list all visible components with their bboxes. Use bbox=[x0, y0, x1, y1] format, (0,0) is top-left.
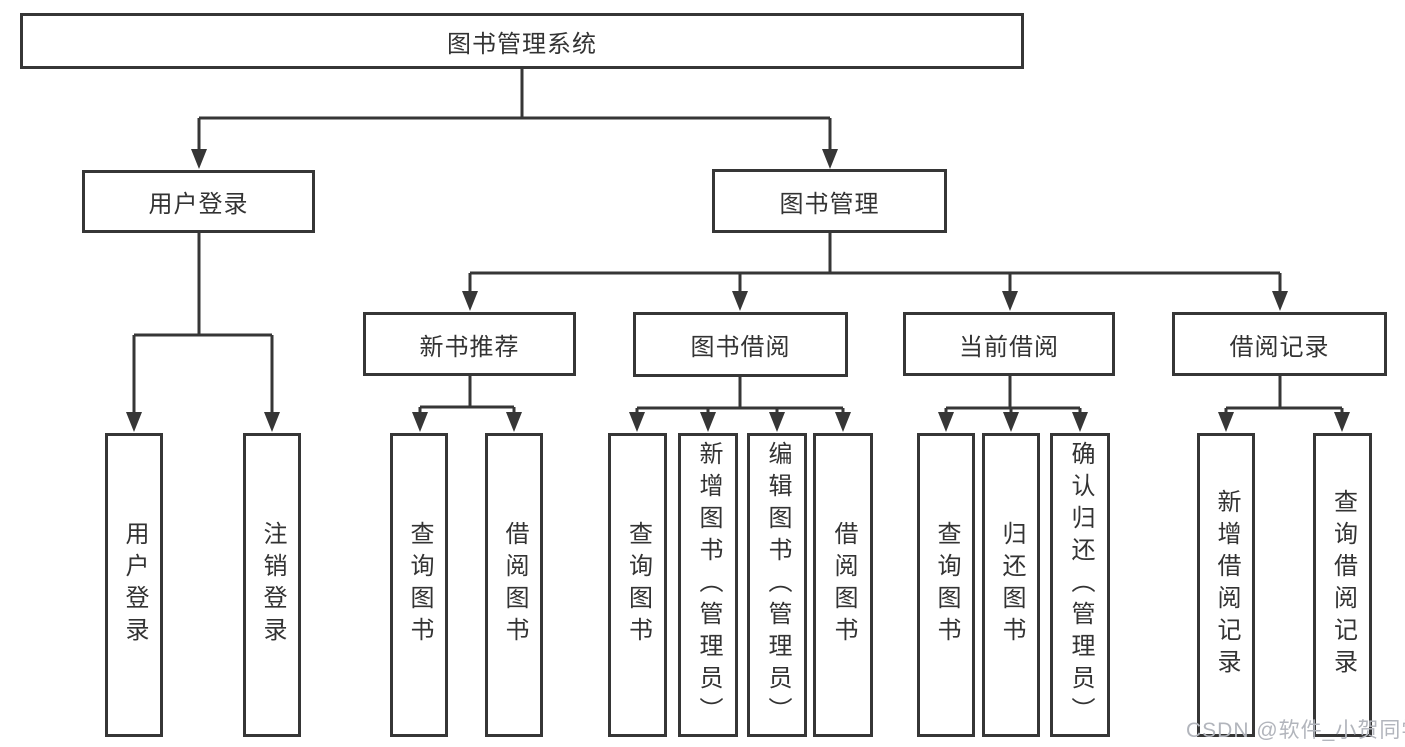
leaf-borrow-edit-books: 编辑图书（管理员） bbox=[747, 433, 807, 737]
leaf-current-confirm-return-label: 确认归还（管理员） bbox=[1067, 441, 1094, 729]
leaf-records-add-record-label: 新增借阅记录 bbox=[1213, 489, 1240, 681]
leaf-current-confirm-return: 确认归还（管理员） bbox=[1050, 433, 1110, 737]
node-borrow-records: 借阅记录 bbox=[1172, 312, 1387, 376]
node-book-borrow: 图书借阅 bbox=[633, 312, 848, 377]
leaf-current-return-books-label: 归还图书 bbox=[998, 521, 1025, 649]
node-current-borrow: 当前借阅 bbox=[903, 312, 1115, 376]
leaf-logout-label: 注销登录 bbox=[259, 521, 286, 649]
node-book-management: 图书管理 bbox=[712, 169, 947, 233]
leaf-current-query-books: 查询图书 bbox=[917, 433, 975, 737]
leaf-user-login-label: 用户登录 bbox=[121, 521, 148, 649]
node-root-label: 图书管理系统 bbox=[447, 30, 597, 58]
node-current-borrow-label: 当前借阅 bbox=[959, 333, 1059, 361]
leaf-current-query-books-label: 查询图书 bbox=[933, 521, 960, 649]
node-borrow-records-label: 借阅记录 bbox=[1229, 333, 1330, 361]
csdn-watermark: CSDN @软件_小贺同学 bbox=[1186, 719, 1405, 742]
node-book-borrow-label: 图书借阅 bbox=[690, 334, 791, 361]
node-book-management-label: 图书管理 bbox=[779, 190, 880, 218]
leaf-newbook-borrow-books-label: 借阅图书 bbox=[501, 521, 528, 649]
leaf-newbook-query-books: 查询图书 bbox=[390, 433, 448, 737]
leaf-borrow-add-books: 新增图书（管理员） bbox=[678, 433, 738, 737]
leaf-borrow-query-books: 查询图书 bbox=[608, 433, 667, 737]
leaf-newbook-borrow-books: 借阅图书 bbox=[485, 433, 543, 737]
leaf-records-query-record: 查询借阅记录 bbox=[1313, 433, 1372, 737]
node-new-book-recommend-label: 新书推荐 bbox=[419, 333, 520, 361]
leaf-newbook-query-books-label: 查询图书 bbox=[406, 521, 433, 649]
leaf-user-login: 用户登录 bbox=[105, 433, 163, 737]
leaf-borrow-edit-books-label: 编辑图书（管理员） bbox=[764, 441, 791, 729]
node-user-login-label: 用户登录 bbox=[148, 191, 249, 218]
leaf-current-return-books: 归还图书 bbox=[982, 433, 1040, 737]
node-root: 图书管理系统 bbox=[20, 13, 1024, 69]
leaf-records-add-record: 新增借阅记录 bbox=[1197, 433, 1255, 737]
leaf-borrow-borrow-books: 借阅图书 bbox=[813, 433, 873, 737]
node-user-login: 用户登录 bbox=[82, 170, 315, 233]
node-new-book-recommend: 新书推荐 bbox=[363, 312, 576, 376]
leaf-logout: 注销登录 bbox=[243, 433, 301, 737]
leaf-borrow-add-books-label: 新增图书（管理员） bbox=[695, 441, 722, 729]
leaf-borrow-query-books-label: 查询图书 bbox=[624, 521, 652, 649]
leaf-borrow-borrow-books-label: 借阅图书 bbox=[830, 521, 857, 649]
leaf-records-query-record-label: 查询借阅记录 bbox=[1329, 489, 1357, 681]
